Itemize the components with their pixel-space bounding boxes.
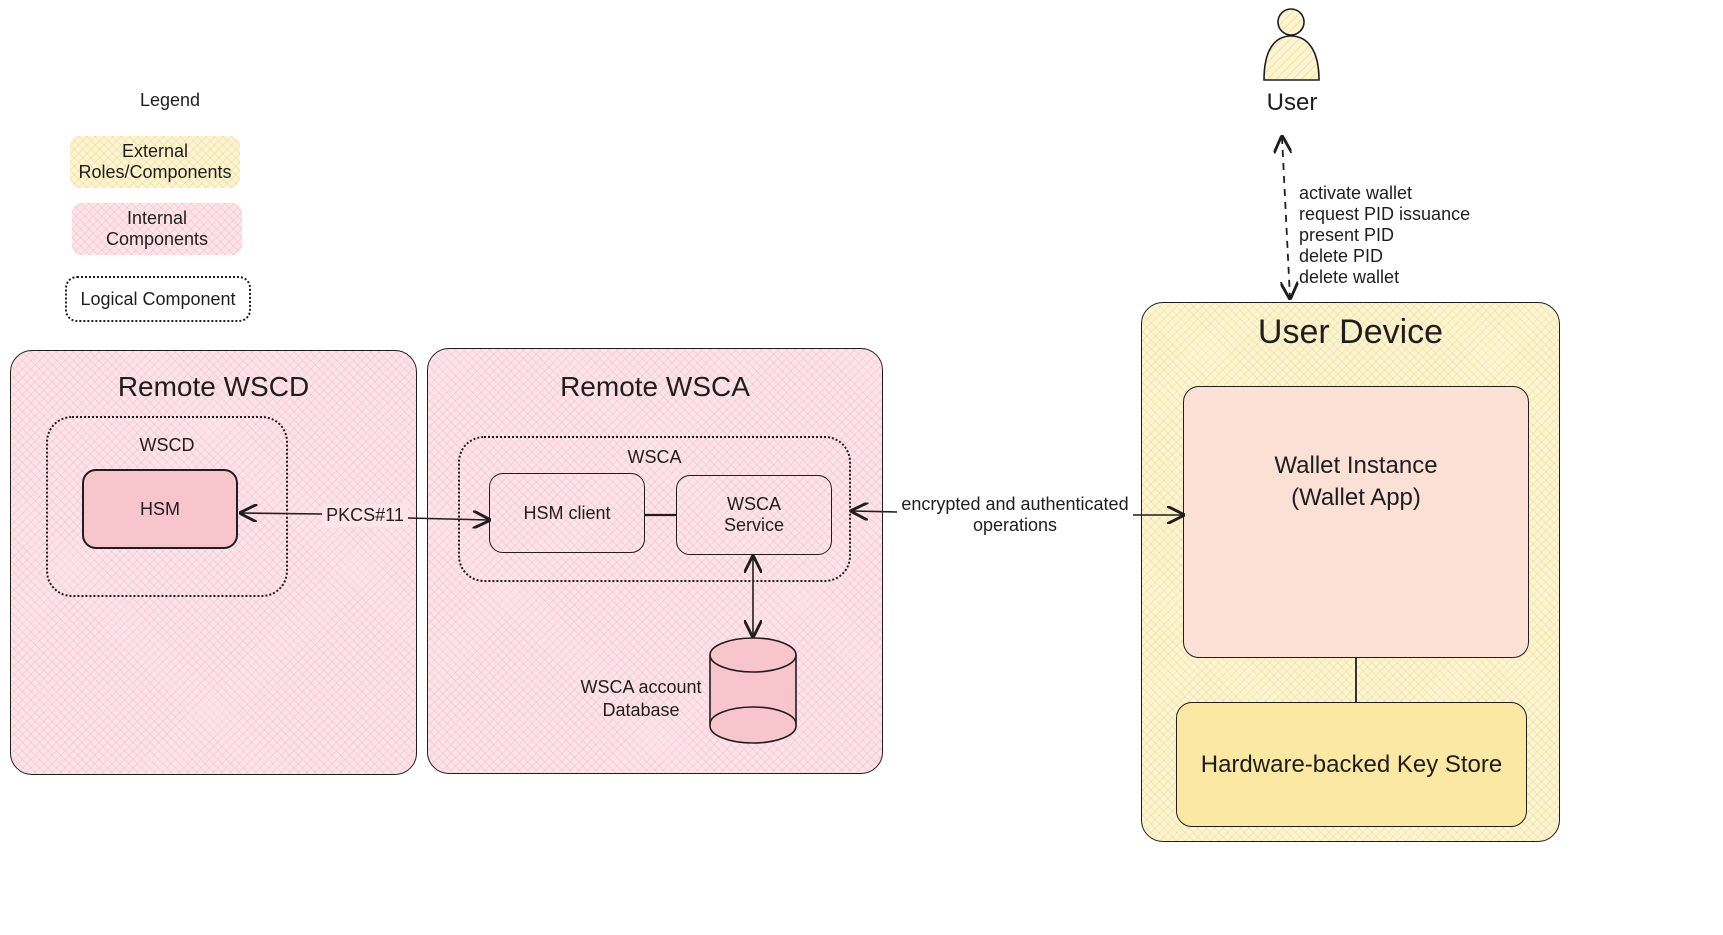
wscd-group: WSCD [46,416,288,597]
key-store-box: Hardware-backed Key Store [1176,702,1527,827]
pkcs-label: PKCS#11 [322,504,408,527]
wsca-service-box: WSCA Service [676,475,832,555]
remote-wsca: Remote WSCA [427,348,883,774]
action-present-pid: present PID [1299,225,1395,245]
action-delete-wallet: delete wallet [1299,267,1400,287]
user-actions: activate wallet request PID issuance pre… [1299,183,1470,288]
remote-wscd: Remote WSCD [10,350,417,775]
hsm-box: HSM [82,469,238,549]
wsca-group-label: WSCA [627,447,682,467]
action-request-pid: request PID issuance [1299,204,1471,224]
user-icon [1263,8,1320,81]
user-label: User [1266,89,1318,116]
wsca-group: WSCA [458,436,851,582]
user-device-title: User Device [1257,313,1444,351]
remote-wscd-title: Remote WSCD [117,371,310,402]
user-device-arrow [1282,137,1290,298]
legend-external: External Roles/Components [70,136,240,188]
legend-internal: Internal Components [72,203,242,255]
user-actor [1262,8,1322,82]
database-label: WSCA account Database [580,677,702,720]
legend-title: Legend [139,90,201,110]
action-delete-pid: delete PID [1299,246,1384,266]
remote-wsca-title: Remote WSCA [560,371,750,402]
hsm-client-box: HSM client [489,473,645,553]
wallet-instance-box: Wallet Instance (Wallet App) [1183,386,1529,658]
wscd-group-label: WSCD [139,435,195,455]
legend-logical: Logical Component [65,276,251,322]
database-icon [709,636,797,746]
encrypted-label: encrypted and authenticated operations [897,494,1133,536]
action-activate-wallet: activate wallet [1299,183,1413,203]
